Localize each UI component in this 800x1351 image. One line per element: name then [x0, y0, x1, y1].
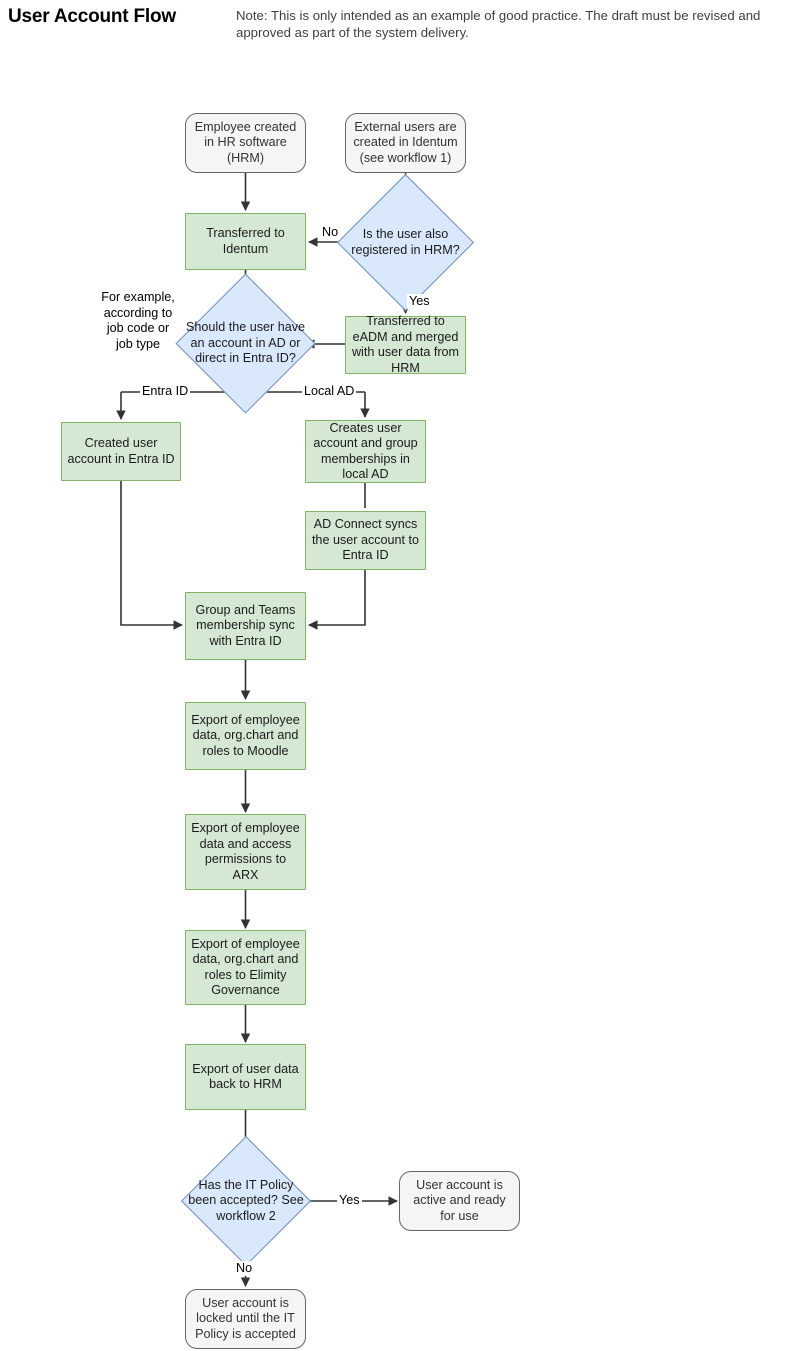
node-export-arx[interactable]: Export of employee data and access permi… [185, 814, 306, 890]
node-transferred-to-identum[interactable]: Transferred to Identum [185, 213, 306, 270]
node-label: Transferred to Identum [206, 226, 285, 256]
node-transferred-to-eadm[interactable]: Transferred to eADM and merged with user… [345, 314, 466, 375]
node-label: Export of employee data, org.chart and r… [191, 936, 300, 998]
page-title: User Account Flow [8, 6, 176, 27]
node-label: AD Connect syncs the user account to Ent… [311, 517, 420, 563]
node-decision-it-policy[interactable]: Has the IT Policy been accepted? See wor… [180, 1135, 312, 1267]
node-label: Creates user account and group membershi… [313, 420, 418, 482]
node-label: Created user account in Entra ID [67, 436, 175, 466]
node-external-users[interactable]: External users are created in Identum (s… [345, 113, 466, 173]
edge-label-yes-policy: Yes [337, 1193, 362, 1208]
node-hr-created[interactable]: Employee created in HR software (HRM) [185, 113, 306, 173]
node-label: User account is active and ready for use [413, 1177, 506, 1223]
edge-entra-to-group [120, 481, 183, 630]
node-export-back-to-hrm[interactable]: Export of user data back to HRM [185, 1044, 306, 1110]
node-label: Export of user data back to HRM [192, 1061, 299, 1092]
node-account-active[interactable]: User account is active and ready for use [399, 1171, 520, 1231]
node-label: External users are created in Identum (s… [353, 119, 458, 165]
node-label: Is the user also registered in HRM? [351, 227, 460, 257]
header-note: Note: This is only intended as an exampl… [236, 8, 761, 40]
node-group-teams-sync[interactable]: Group and Teams membership sync with Ent… [185, 592, 306, 660]
node-label: Transferred to eADM and merged with user… [351, 314, 460, 375]
node-label: Has the IT Policy been accepted? See wor… [188, 1177, 304, 1223]
node-label: Export of employee data and access permi… [191, 821, 300, 882]
annotation-job-note: For example, according to job code or jo… [101, 290, 175, 351]
node-label: Should the user have an account in AD or… [185, 320, 306, 366]
edge-label-yes-top: Yes [407, 294, 432, 309]
edge-label-local-ad: Local AD [302, 384, 357, 399]
node-created-user-account-entra[interactable]: Created user account in Entra ID [61, 422, 181, 481]
node-label: Employee created in HR software (HRM) [194, 119, 297, 165]
node-decision-account-location[interactable]: Should the user have an account in AD or… [175, 273, 316, 414]
node-label: Group and Teams membership sync with Ent… [195, 602, 296, 648]
edge-label-entra-id: Entra ID [140, 384, 191, 399]
edge-label-no-policy: No [234, 1261, 255, 1276]
node-label: User account is locked until the IT Poli… [195, 1295, 296, 1341]
edge-label-no-top: No [320, 225, 341, 240]
node-account-locked[interactable]: User account is locked until the IT Poli… [185, 1289, 306, 1349]
node-export-moodle[interactable]: Export of employee data, org.chart and r… [185, 702, 306, 770]
edge-adconnect-to-group [308, 570, 366, 630]
node-ad-connect-sync[interactable]: AD Connect syncs the user account to Ent… [305, 511, 426, 570]
header: User Account Flow Note: This is only int… [0, 0, 800, 60]
node-label: Export of employee data, org.chart and r… [191, 712, 300, 758]
node-export-elimity[interactable]: Export of employee data, org.chart and r… [185, 930, 306, 1005]
node-decision-registered-in-hrm[interactable]: Is the user also registered in HRM? [336, 173, 475, 312]
node-creates-user-account-local-ad[interactable]: Creates user account and group membershi… [305, 420, 426, 483]
